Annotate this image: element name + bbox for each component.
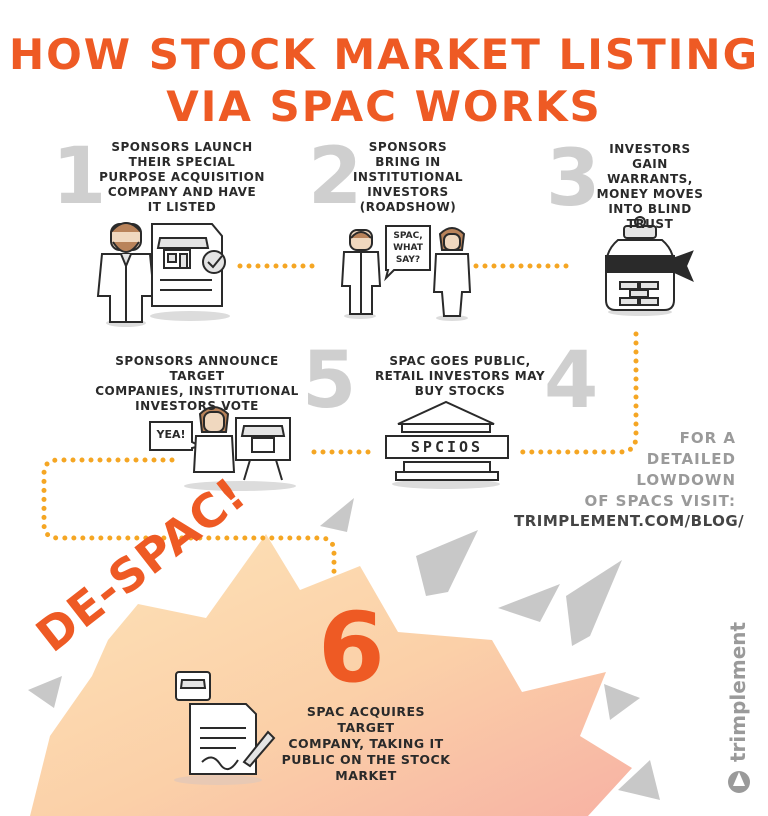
step-6-caption-line: PUBLIC ON THE STOCK [281,752,451,767]
step-4-caption: SPAC GOES PUBLIC, RETAIL INVESTORS MAY B… [372,354,548,399]
step-5-caption: SPONSORS ANNOUNCE TARGET COMPANIES, INST… [92,354,302,414]
step-3-number: 3 [546,134,601,224]
step-2-number: 2 [308,132,363,222]
step-2-caption-line: (ROADSHOW) [359,200,457,214]
side-note-line: FOR A [679,429,736,447]
side-note-line: LOWDOWN [636,471,736,489]
step-3-caption: INVESTORS GAIN WARRANTS, MONEY MOVES INT… [590,142,710,232]
step-3-caption-line: WARRANTS, [607,172,693,186]
step-5-caption-line: SPONSORS ANNOUNCE TARGET [115,354,279,383]
step-1-caption-line: THEIR SPECIAL [128,155,236,169]
side-note: FOR A DETAILED LOWDOWN OF SPACS VISIT: [560,428,736,512]
trimplement-logo-icon [728,771,750,793]
step-4-caption-line: BUY STOCKS [414,384,506,398]
shard [320,498,354,532]
sponsor-figure-icon [96,222,156,327]
brand-wordmark: trimplement [726,621,750,762]
shard [566,560,622,646]
step-3-caption-line: INTO BLIND [608,202,692,216]
step-4-caption-line: RETAIL INVESTORS MAY [374,369,546,383]
title-line-2: VIA SPAC WORKS [166,82,602,131]
step-2-caption-line: BRING IN [375,155,441,169]
step-6-caption-line: COMPANY, TAKING IT [288,736,444,751]
step-2-caption-line: INVESTORS [367,185,449,199]
step-1-number: 1 [52,132,107,222]
stock-exchange-building-icon [385,400,509,489]
voting-investor-icon [184,406,296,491]
roadshow-sponsor-icon [340,229,382,319]
institutional-investor-icon [432,227,472,321]
blog-url-link[interactable]: TRIMPLEMENT.COM/BLOG/ [514,512,745,530]
step-5-caption-line: COMPANIES, INSTITUTIONAL [95,384,299,398]
presentation-board-icon [235,417,291,481]
step-5-number: 5 [302,336,357,426]
connector-3-4 [517,331,639,455]
side-note-line: OF SPACS VISIT: [584,492,736,510]
shard [416,530,478,596]
title-line-1: HOW STOCK MARKET LISTING [8,30,760,79]
step-6-number: 6 [318,592,385,704]
company-document-icon [150,223,230,321]
speech-bubble-roadshow [384,225,431,282]
step-6-caption: SPAC ACQUIRES TARGET COMPANY, TAKING IT … [278,704,454,784]
step-6-caption-line: SPAC ACQUIRES TARGET [306,704,426,735]
step-4-number: 4 [544,336,599,426]
roadshow-speech-line: SPAC, [393,231,423,241]
shard [498,584,560,622]
step-1-caption-line: IT LISTED [147,200,217,214]
step-3-caption-line: MONEY MOVES [596,187,704,201]
roadshow-speech-text: SPAC, WHAT SAY? [386,230,430,266]
step-2-caption: SPONSORS BRING IN INSTITUTIONAL INVESTOR… [350,140,466,215]
step-4-caption-line: SPAC GOES PUBLIC, [389,354,531,368]
step-1-caption-line: PURPOSE ACQUISITION [99,170,265,184]
side-note-line: DETAILED [646,450,736,468]
step-2-caption-line: INSTITUTIONAL [352,170,464,184]
shard [28,676,62,708]
step-5-caption-line: INVESTORS VOTE [135,399,259,413]
vote-speech-text: YEA! [156,428,186,441]
step-3-caption-line: TRUST [626,217,674,231]
flow-connectors [41,263,639,579]
building-sign-text: SPCIOS [410,438,484,456]
shard [618,760,660,800]
step-2-caption-line: SPONSORS [368,140,448,154]
step-6-caption-line: MARKET [335,768,397,783]
connector-5-6 [41,457,337,579]
step-1-caption-line: COMPANY AND HAVE [107,185,257,199]
step-1-caption-line: SPONSORS LAUNCH [111,140,253,154]
step-1-caption: SPONSORS LAUNCH THEIR SPECIAL PURPOSE AC… [84,140,280,215]
acquisition-contract-icon [174,671,276,785]
roadshow-speech-line: WHAT [393,243,423,253]
despac-burst [30,534,632,816]
blind-trust-jar-icon [605,216,694,316]
step-3-caption-line: INVESTORS GAIN [609,142,691,171]
shard [604,684,640,720]
decorative-shards [28,498,660,800]
roadshow-speech-line: SAY? [395,255,421,265]
